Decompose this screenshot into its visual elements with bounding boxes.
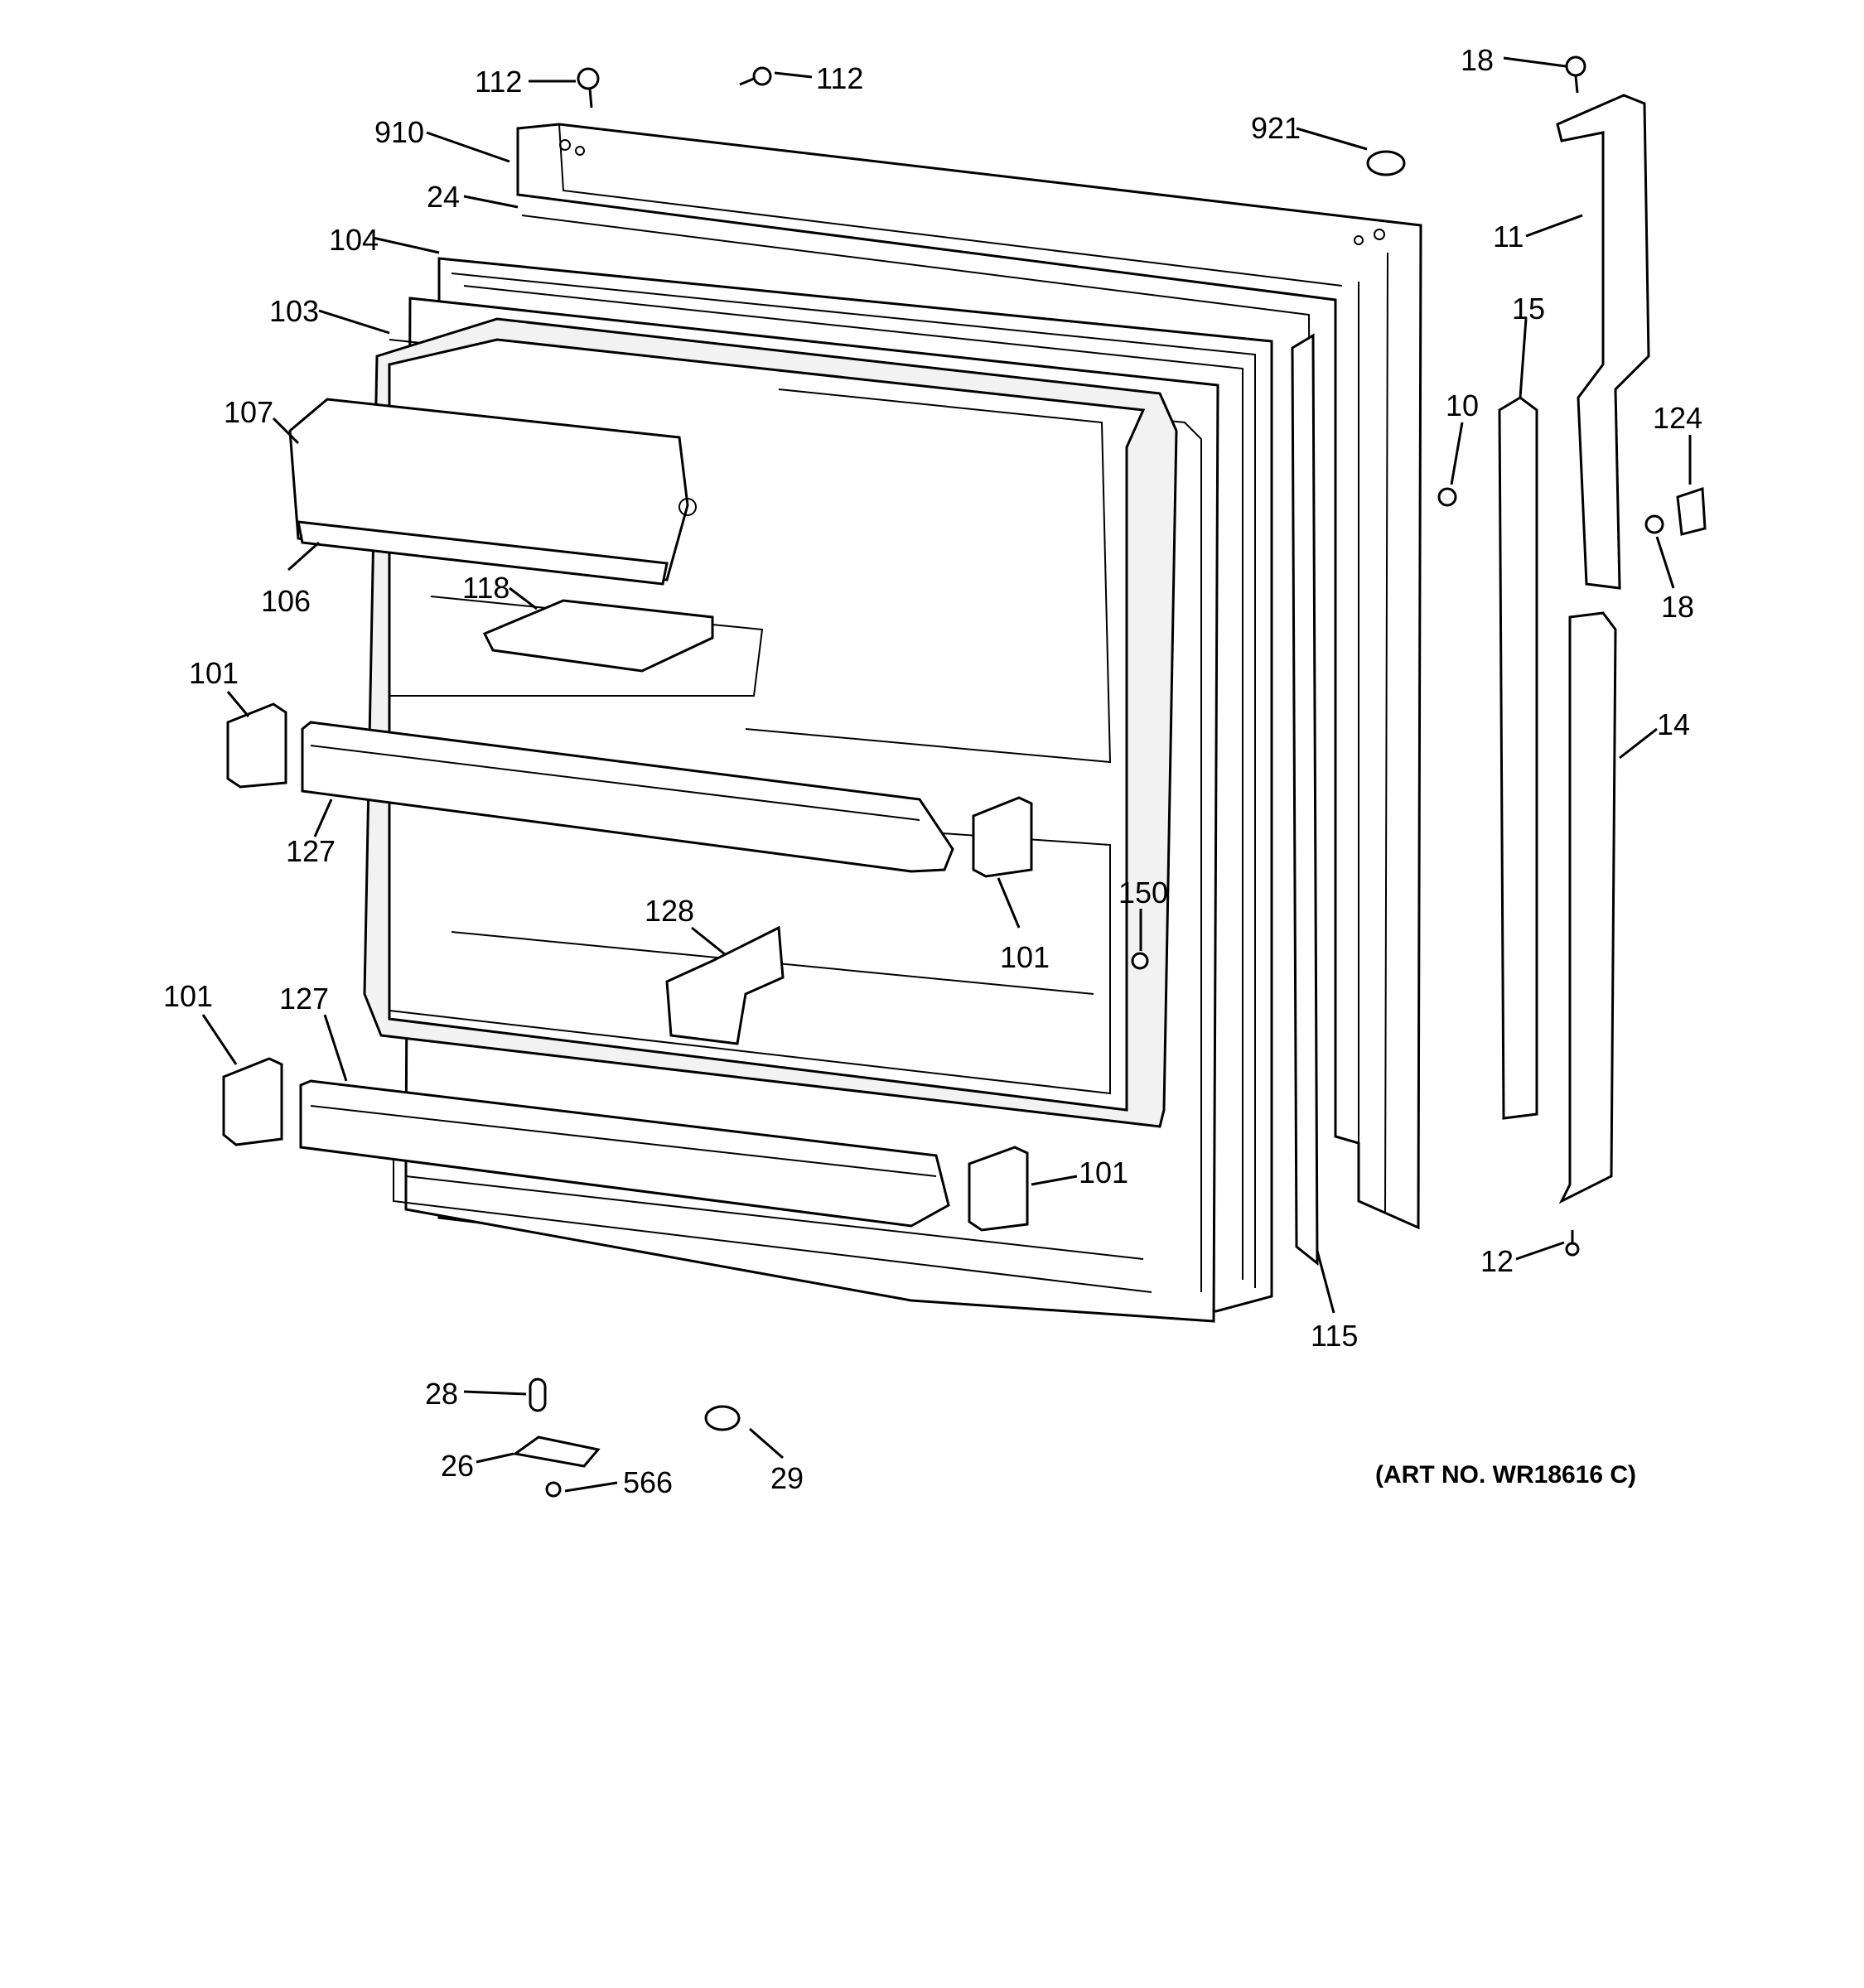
- label-101-upper-right: 101: [1000, 940, 1050, 974]
- label-101-lower-right: 101: [1079, 1156, 1128, 1189]
- hinge-plate-26: [512, 1436, 601, 1468]
- label-11: 11: [1493, 220, 1524, 253]
- door-handle: [1556, 94, 1650, 590]
- screw-112-left: [577, 67, 600, 90]
- shelf-end-cap-lower-right: [968, 1146, 1029, 1232]
- dairy-compartment-door: [288, 398, 697, 586]
- art-number: (ART NO. WR18616 C): [1375, 1461, 1636, 1489]
- shelf-end-cap-lower-left: [222, 1057, 283, 1146]
- label-104: 104: [329, 223, 379, 257]
- bushing-29: [704, 1405, 741, 1431]
- label-24: 24: [427, 180, 460, 214]
- label-566: 566: [623, 1465, 673, 1499]
- screw-566: [545, 1481, 562, 1498]
- label-115: 115: [1311, 1319, 1358, 1353]
- screw-112-right: [752, 66, 772, 86]
- hardware-parts: [512, 55, 1707, 1498]
- handle-trim-strip: [1498, 396, 1538, 1120]
- pin-28: [529, 1378, 547, 1412]
- label-112-right: 112: [816, 61, 863, 95]
- screw-12: [1565, 1242, 1580, 1257]
- side-seal-strip: [1291, 333, 1319, 1267]
- label-103: 103: [269, 294, 319, 328]
- label-150: 150: [1118, 876, 1168, 910]
- label-29: 29: [770, 1461, 804, 1495]
- screw-10: [1437, 487, 1457, 507]
- label-112-left: 112: [475, 65, 522, 99]
- label-18-top: 18: [1461, 43, 1494, 77]
- shelf-retainer-clip: [665, 925, 785, 1045]
- label-106: 106: [261, 584, 311, 618]
- door-shelf-lower: [299, 1079, 950, 1228]
- egg-tray: [482, 599, 714, 673]
- shelf-end-cap-upper-left: [226, 702, 287, 789]
- screw-18-right: [1644, 514, 1664, 534]
- shelf-end-cap-upper-right: [972, 796, 1033, 878]
- label-107: 107: [224, 395, 273, 429]
- screw-18-top: [1565, 55, 1586, 77]
- label-127-lower: 127: [279, 982, 329, 1016]
- label-118: 118: [462, 571, 509, 605]
- label-26: 26: [441, 1449, 474, 1483]
- label-14: 14: [1657, 707, 1690, 741]
- label-124: 124: [1653, 401, 1702, 435]
- label-101-upper-left: 101: [189, 656, 239, 690]
- plug-921: [1366, 150, 1406, 176]
- bracket-124: [1676, 486, 1707, 536]
- label-127-upper: 127: [286, 834, 336, 868]
- label-28: 28: [425, 1377, 458, 1411]
- label-18-right: 18: [1661, 590, 1694, 624]
- label-15: 15: [1512, 292, 1545, 326]
- screw-150: [1131, 952, 1149, 970]
- leader-lines: [201, 56, 1692, 1493]
- label-12: 12: [1480, 1244, 1514, 1278]
- label-910: 910: [374, 115, 424, 149]
- part-labels: 112 112 910 24 104 103 107 106 118 101 1…: [163, 43, 1702, 1499]
- handle-mounting-rail: [1558, 611, 1617, 1204]
- door-shelf-upper: [301, 721, 954, 873]
- label-128: 128: [645, 894, 694, 928]
- label-10: 10: [1446, 388, 1479, 422]
- label-101-lower-left: 101: [163, 979, 213, 1013]
- label-921: 921: [1251, 111, 1301, 145]
